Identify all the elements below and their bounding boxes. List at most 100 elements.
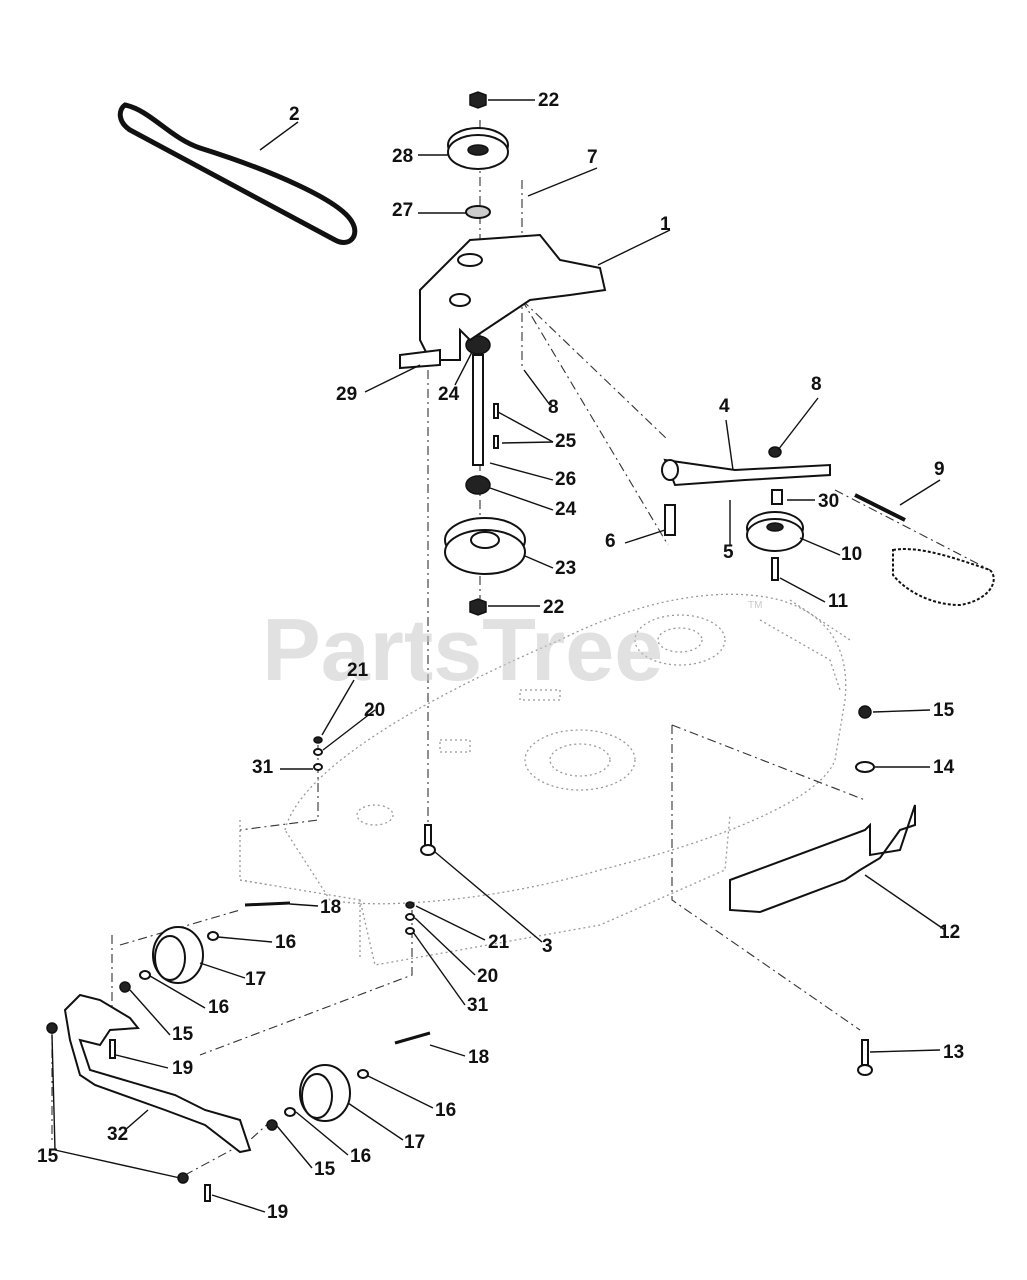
spindle-bracket xyxy=(399,233,607,370)
callout-20: 20 xyxy=(364,700,385,721)
callout-18: 18 xyxy=(320,897,341,918)
callout-25: 25 xyxy=(555,431,577,452)
callout-2: 2 xyxy=(289,104,300,125)
callout-23: 23 xyxy=(555,558,576,579)
callout-19: 19 xyxy=(172,1058,193,1079)
callout-29: 29 xyxy=(336,384,357,405)
idler-arm-assembly xyxy=(661,446,995,607)
leader-line-c8b xyxy=(777,397,819,451)
callout-15: 15 xyxy=(314,1159,336,1180)
callout-17: 17 xyxy=(245,969,266,990)
callout-22: 22 xyxy=(543,597,564,618)
leader-line-c15c-upper xyxy=(51,1034,56,1151)
callout-32: 32 xyxy=(107,1124,128,1145)
leader-line-c26 xyxy=(489,462,554,481)
callout-18: 18 xyxy=(468,1047,489,1068)
mower-deck-outline xyxy=(239,593,851,966)
leader-line-c15d xyxy=(276,1125,313,1169)
leader-line-c4 xyxy=(725,419,734,471)
deck-bracket-right xyxy=(313,705,916,1076)
callout-26: 26 xyxy=(555,469,576,490)
leader-line-c25 xyxy=(497,411,554,443)
watermark: PartsTree TM xyxy=(262,600,762,699)
callout-leaders xyxy=(51,99,946,1213)
callout-5: 5 xyxy=(723,542,734,563)
leader-line-c13 xyxy=(869,1049,941,1053)
callout-6: 6 xyxy=(605,531,616,552)
leader-line-c15a xyxy=(872,709,931,713)
leader-line-c19b xyxy=(211,1194,266,1213)
leader-line-c16d xyxy=(295,1111,349,1156)
leader-line-c18a xyxy=(289,903,319,907)
leader-line-c1 xyxy=(597,229,671,266)
callout-21: 21 xyxy=(347,660,369,681)
callout-27: 27 xyxy=(392,200,413,221)
callout-20: 20 xyxy=(477,966,498,987)
leader-line-c16c xyxy=(367,1075,434,1109)
callout-13: 13 xyxy=(943,1042,964,1063)
callout-31: 31 xyxy=(252,757,274,778)
leader-line-c21b xyxy=(415,905,486,941)
gauge-wheel-assembly xyxy=(46,901,431,1202)
leader-line-c17b xyxy=(347,1102,404,1141)
leader-line-c15b xyxy=(129,989,171,1036)
leader-line-c10 xyxy=(799,537,841,556)
callout-19: 19 xyxy=(267,1202,288,1223)
leader-line-c32 xyxy=(124,1109,149,1131)
callout-15: 15 xyxy=(37,1146,59,1167)
callout-22: 22 xyxy=(538,90,559,111)
leader-line-c18b xyxy=(429,1044,466,1057)
callout-17: 17 xyxy=(404,1132,425,1153)
leader-line-c16b xyxy=(149,975,206,1009)
spindle-assembly xyxy=(444,91,526,616)
leader-line-c7 xyxy=(527,167,598,197)
leader-line-c24b xyxy=(489,487,554,511)
leader-line-c12 xyxy=(864,874,946,931)
callout-16: 16 xyxy=(275,932,296,953)
callout-15: 15 xyxy=(172,1024,194,1045)
leader-line-c2 xyxy=(259,121,299,151)
callout-24: 24 xyxy=(555,499,577,520)
leader-line-c20a xyxy=(322,709,376,751)
leader-line-c20b xyxy=(414,917,476,976)
callout-1: 1 xyxy=(660,214,671,235)
leader-line-c19a xyxy=(115,1054,169,1069)
callout-8: 8 xyxy=(811,374,822,395)
leader-line-c11 xyxy=(779,577,826,603)
leader-line-c8a xyxy=(523,369,551,406)
callout-4: 4 xyxy=(719,396,730,417)
callout-12: 12 xyxy=(939,922,960,943)
callout-10: 10 xyxy=(841,544,862,565)
leader-line-c16a xyxy=(217,936,273,943)
leader-line-c29 xyxy=(364,364,421,393)
callout-24: 24 xyxy=(438,384,460,405)
callout-9: 9 xyxy=(934,459,945,480)
callout-30: 30 xyxy=(818,491,839,512)
callout-16: 16 xyxy=(350,1146,371,1167)
leader-line-c24a xyxy=(454,351,473,386)
leader-line-c17a xyxy=(199,962,246,979)
drive-belt xyxy=(117,102,358,245)
callout-16: 16 xyxy=(208,997,229,1018)
callout-8: 8 xyxy=(548,397,559,418)
watermark-text: PartsTree xyxy=(262,600,663,699)
leader-line-c25-lower xyxy=(501,441,554,444)
watermark-trademark: TM xyxy=(748,600,762,611)
callout-14: 14 xyxy=(933,757,955,778)
leader-line-c3 xyxy=(434,851,543,943)
callout-21: 21 xyxy=(488,932,510,953)
leader-line-c9 xyxy=(899,479,941,506)
leader-line-c21a xyxy=(321,679,355,736)
callout-11: 11 xyxy=(828,591,849,612)
callout-15: 15 xyxy=(933,700,955,721)
callout-31: 31 xyxy=(467,995,489,1016)
callout-3: 3 xyxy=(542,936,553,957)
leader-line-c31b xyxy=(412,931,466,1006)
callout-16: 16 xyxy=(435,1100,456,1121)
callout-7: 7 xyxy=(587,147,598,168)
leader-line-c23 xyxy=(524,555,554,569)
leader-line-c15c xyxy=(54,1149,181,1179)
callout-28: 28 xyxy=(392,146,413,167)
